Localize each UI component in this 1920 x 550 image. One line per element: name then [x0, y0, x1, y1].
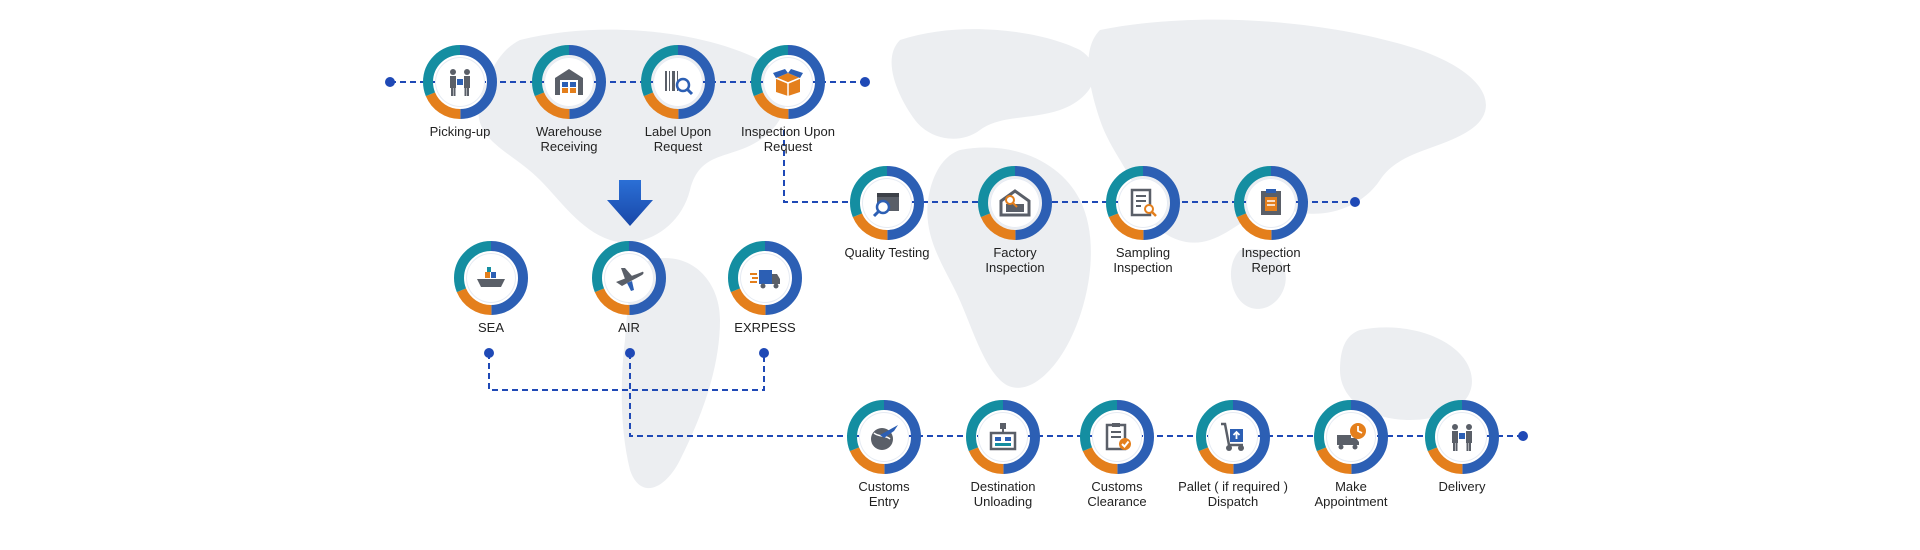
sea-dot [484, 348, 494, 358]
step-label: Customs Clearance [1087, 479, 1147, 509]
express-truck-icon [750, 270, 780, 289]
status-ring [850, 166, 924, 240]
pickup-end-dot [860, 77, 870, 87]
step-make-appointment: Make Appointment [1276, 400, 1426, 509]
status-ring [1234, 166, 1308, 240]
status-ring [728, 241, 802, 315]
unloading-icon [989, 423, 1017, 451]
pickup-start-dot [385, 77, 395, 87]
step-delivery: Delivery [1387, 400, 1537, 494]
step-label: Make Appointment [1314, 479, 1388, 509]
step-pallet-dispatch: Pallet ( if required ) Dispatch [1158, 400, 1308, 509]
step-label: EXRPESS [734, 320, 796, 335]
step-customs-entry: Customs Entry [809, 400, 959, 509]
step-customs-clearance: Customs Clearance [1042, 400, 1192, 509]
step-label: SEA [477, 320, 504, 335]
step-badge [966, 400, 1040, 474]
step-badge [1314, 400, 1388, 474]
step-badge [641, 45, 715, 119]
step-badge [751, 45, 825, 119]
status-ring [1314, 400, 1388, 474]
document-magnifier-icon [1130, 188, 1157, 217]
step-label: AIR [618, 320, 640, 335]
delivery-line [629, 353, 1523, 437]
step-label: Sampling Inspection [1113, 245, 1173, 275]
step-warehouse-receiving: Warehouse Receiving [494, 45, 644, 154]
step-label: Quality Testing [844, 245, 930, 260]
delivery-end-dot [1518, 431, 1528, 441]
step-label-upon-request: Label Upon Request [603, 45, 753, 154]
step-label: Picking-up [429, 124, 491, 139]
open-box-icon [773, 69, 803, 96]
step-label: Customs Entry [858, 479, 910, 509]
step-factory-inspection: Factory Inspection [940, 166, 1090, 275]
step-label: Inspection Upon Request [741, 124, 835, 154]
report-icon [1261, 189, 1281, 215]
status-ring [751, 45, 825, 119]
status-ring [454, 241, 528, 315]
warehouse-icon [555, 69, 583, 95]
step-badge [454, 241, 528, 315]
sea-link-line [488, 353, 765, 391]
step-sampling-inspection: Sampling Inspection [1068, 166, 1218, 275]
status-ring [978, 166, 1052, 240]
step-badge [728, 241, 802, 315]
step-badge [423, 45, 497, 119]
step-label: Inspection Report [1241, 245, 1301, 275]
box-magnifier-icon [872, 193, 899, 218]
step-destination-unloading: Destination Unloading [928, 400, 1078, 509]
down-arrow-icon [607, 180, 653, 226]
status-ring [641, 45, 715, 119]
status-ring [966, 400, 1040, 474]
barcode-magnifier-icon [665, 71, 694, 96]
step-badge [978, 166, 1052, 240]
step-badge [532, 45, 606, 119]
transport-air: AIR [554, 241, 704, 335]
status-ring [592, 241, 666, 315]
step-label: Delivery [1438, 479, 1486, 494]
status-ring [847, 400, 921, 474]
transport-express: EXRPESS [690, 241, 840, 335]
hand-truck-icon [1221, 422, 1244, 451]
transport-sea: SEA [416, 241, 566, 335]
step-badge [1234, 166, 1308, 240]
step-inner-circle [978, 412, 1028, 462]
delivery-handover-icon [1452, 424, 1472, 451]
step-picking-up: Picking-up [385, 45, 535, 139]
people-handshake-icon [450, 69, 470, 96]
step-label: Pallet ( if required ) Dispatch [1178, 479, 1288, 509]
ship-icon [477, 267, 505, 287]
status-ring [1425, 400, 1499, 474]
globe-plane-icon [871, 425, 898, 450]
step-badge [1106, 166, 1180, 240]
step-badge [847, 400, 921, 474]
step-badge [1425, 400, 1499, 474]
step-inspection-report: Inspection Report [1196, 166, 1346, 275]
airplane-icon [616, 268, 644, 291]
step-inner-circle [990, 178, 1040, 228]
step-badge [850, 166, 924, 240]
status-ring [1106, 166, 1180, 240]
step-label: Label Upon Request [644, 124, 712, 154]
step-inner-circle [1118, 178, 1168, 228]
step-badge [1080, 400, 1154, 474]
status-ring [423, 45, 497, 119]
step-quality-testing: Quality Testing [812, 166, 962, 260]
status-ring [532, 45, 606, 119]
step-label: Warehouse Receiving [536, 124, 602, 154]
step-inspection-upon-request: Inspection Upon Request [713, 45, 863, 154]
step-label: Factory Inspection [985, 245, 1045, 275]
status-ring [1080, 400, 1154, 474]
status-ring [1196, 400, 1270, 474]
truck-clock-icon [1337, 423, 1366, 450]
clipboard-check-icon [1105, 423, 1131, 451]
step-badge [592, 241, 666, 315]
factory-icon [999, 189, 1031, 217]
inspection-end-dot [1350, 197, 1360, 207]
express-dot [759, 348, 769, 358]
step-label: Destination Unloading [970, 479, 1036, 509]
step-badge [1196, 400, 1270, 474]
